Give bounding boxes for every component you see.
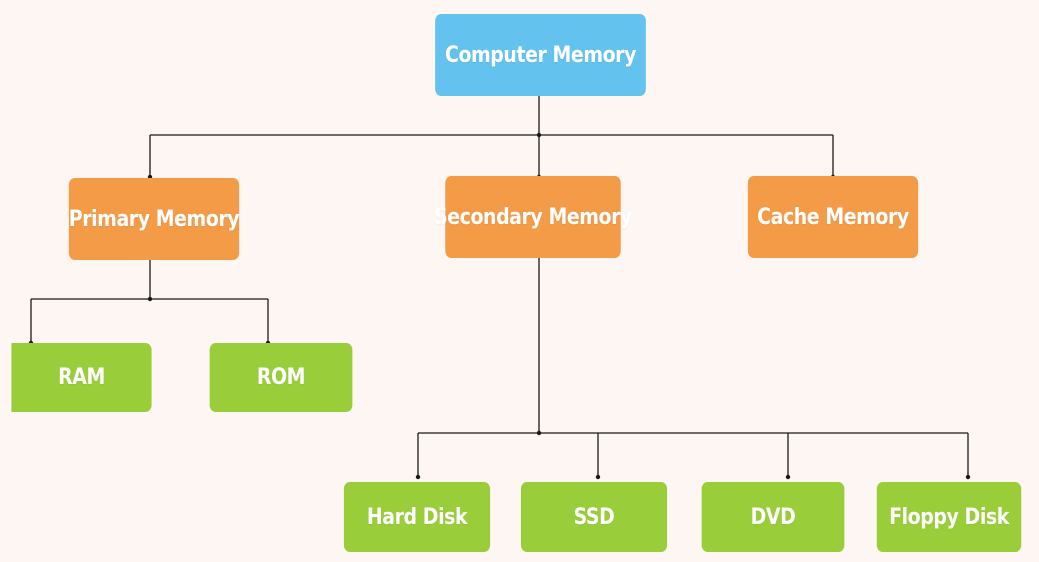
connector-dot: [785, 474, 791, 480]
node-label: SSD: [573, 504, 615, 530]
connector-dot: [965, 474, 971, 480]
connector-dot: [415, 474, 421, 480]
node-label: Floppy Disk: [889, 504, 1009, 530]
node-label: Primary Memory: [68, 206, 240, 232]
node-cache-memory: Cache Memory: [747, 176, 919, 258]
node-label: Cache Memory: [757, 204, 909, 230]
connector-dot: [536, 132, 542, 138]
connector-dot: [595, 474, 601, 480]
node-ram: RAM: [11, 343, 152, 412]
node-label: ROM: [256, 365, 306, 390]
node-label: Computer Memory: [444, 42, 637, 68]
connector-dot: [147, 296, 153, 302]
node-label: Hard Disk: [366, 504, 468, 530]
node-floppy-disk: Floppy Disk: [876, 482, 1022, 552]
node-secondary-memory: Secondary Memory: [434, 176, 632, 258]
node-label: Secondary Memory: [434, 204, 632, 230]
node-label: DVD: [750, 504, 796, 530]
node-hard-disk: Hard Disk: [343, 482, 491, 552]
node-label: RAM: [58, 365, 105, 390]
node-rom: ROM: [209, 343, 353, 412]
node-primary-memory: Primary Memory: [68, 178, 240, 260]
node-dvd: DVD: [701, 482, 845, 552]
connector-dot: [536, 430, 542, 436]
node-ssd: SSD: [520, 482, 668, 552]
node-computer-memory: Computer Memory: [435, 14, 646, 96]
